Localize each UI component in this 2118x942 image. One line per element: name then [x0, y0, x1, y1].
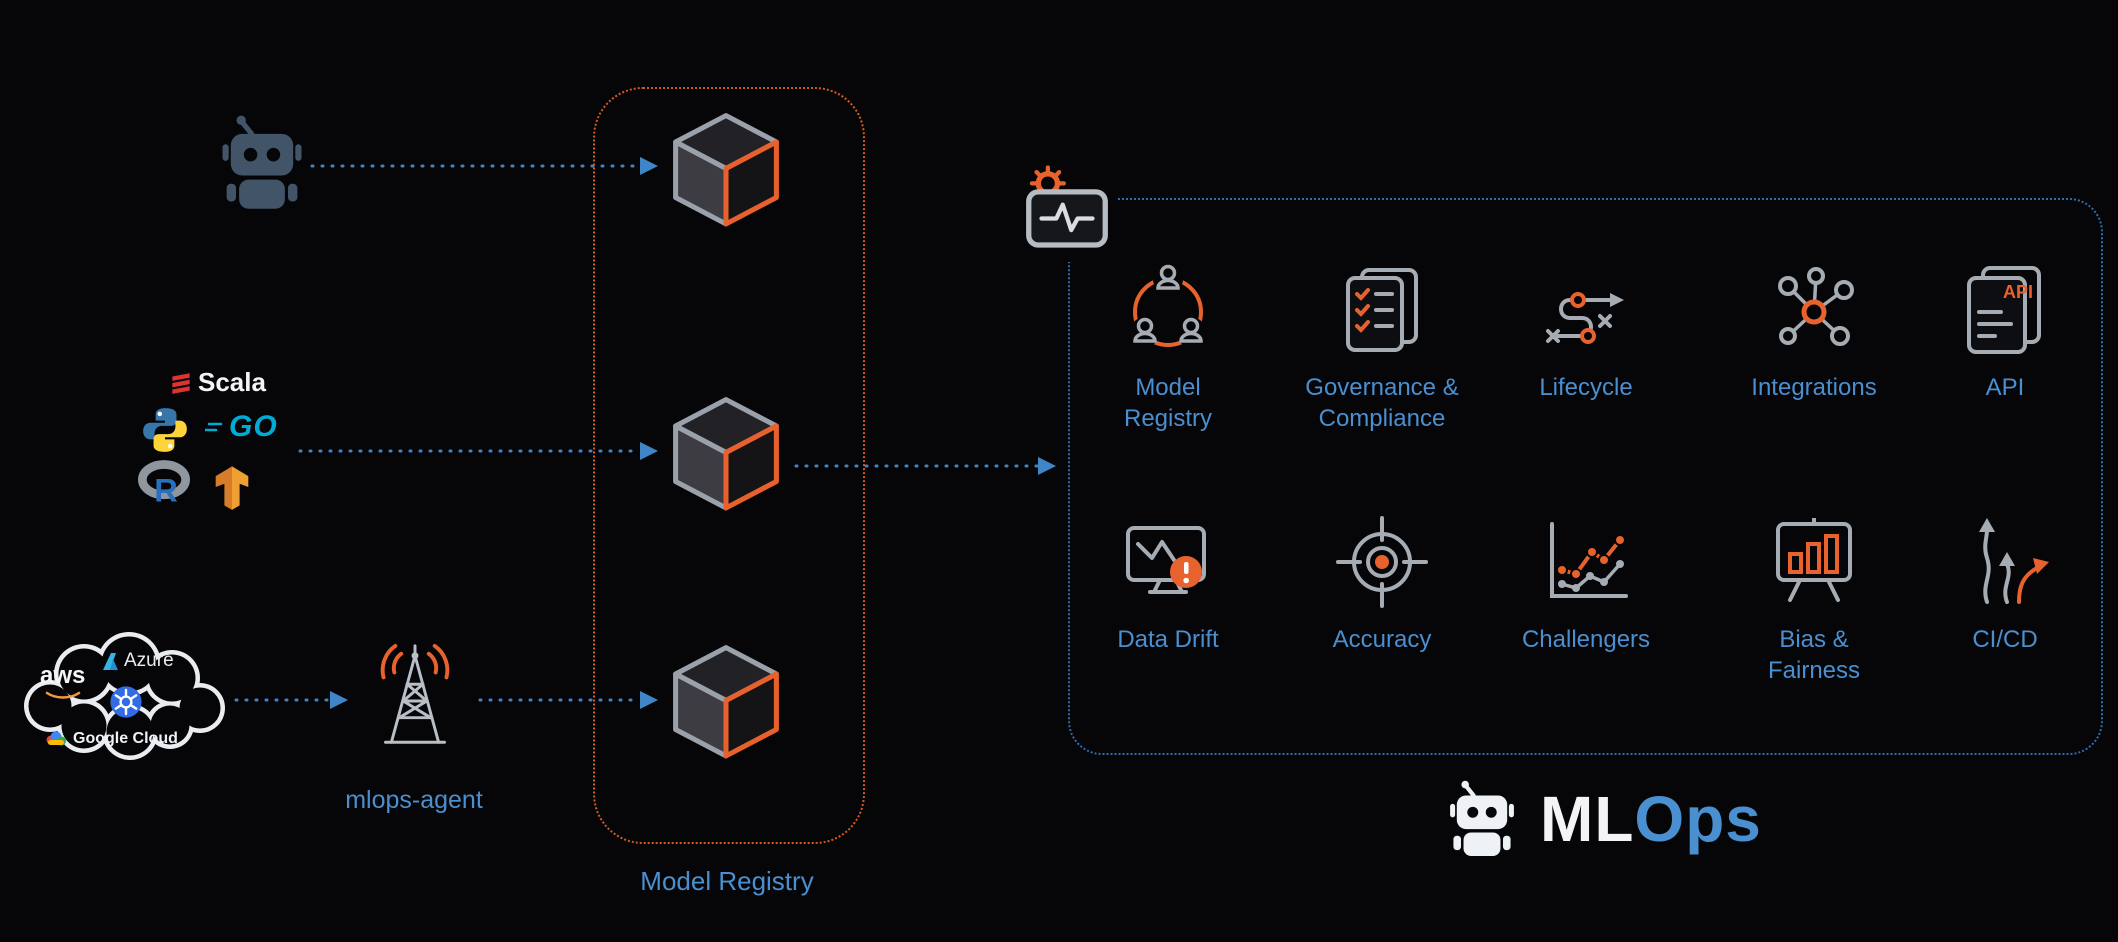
- aws-label: aws: [40, 662, 86, 689]
- mlops-robot-icon: [1450, 780, 1514, 856]
- line-chart-icon: [1550, 522, 1628, 598]
- platform-item-accuracy: Accuracy: [1282, 512, 1482, 655]
- monitor-alert-icon: [1126, 526, 1206, 594]
- google-cloud-label: Google Cloud: [73, 730, 178, 747]
- api-document-icon: API: [1967, 266, 2041, 354]
- r-language-icon: R: [138, 460, 190, 508]
- branch-arrows-icon: [1979, 518, 2049, 604]
- logo-ops: Ops: [1634, 783, 1762, 855]
- platform-item-api: API API: [1905, 260, 2105, 403]
- aws-logo: aws: [40, 662, 85, 699]
- mlops-agent-label: mlops-agent: [345, 786, 483, 814]
- google-cloud-icon: [46, 731, 66, 746]
- platform-item-label: API: [1985, 374, 2025, 401]
- mlops-logo-text: MLOps: [1540, 782, 1762, 856]
- mlops-logo: MLOps: [1440, 776, 1762, 862]
- go-speed-lines-icon: [205, 422, 223, 432]
- azure-logo: Azure: [102, 650, 174, 672]
- mlops-platform-box: [1068, 198, 2103, 755]
- platform-item-label: Model Registry: [1123, 374, 1213, 433]
- go-label: GO: [229, 410, 278, 443]
- network-nodes-icon: [1778, 267, 1854, 346]
- mlops-agent-antenna-icon: [356, 638, 474, 760]
- bar-chart-easel-icon: [1776, 518, 1852, 602]
- checklist-icon: [1346, 268, 1418, 352]
- platform-item-label: Data Drift: [1117, 626, 1219, 653]
- platform-item-data-drift: Data Drift: [1068, 512, 1268, 655]
- target-icon: [1336, 516, 1428, 608]
- logo-ml: ML: [1540, 783, 1635, 855]
- model-registry-label: Model Registry: [640, 866, 814, 896]
- scala-label: Scala: [198, 367, 266, 397]
- tensorflow-icon: [210, 462, 254, 512]
- go-logo: GO: [205, 410, 278, 444]
- platform-item-label: CI/CD: [1972, 626, 2038, 653]
- aws-smile-icon: [45, 691, 80, 699]
- pulse-monitor-gear-icon: [1016, 160, 1118, 262]
- cloud-outline-icon: [24, 632, 225, 760]
- platform-item-label: Integrations: [1751, 374, 1877, 401]
- platform-item-label: Governance & Compliance: [1305, 374, 1459, 433]
- model-cube-icon: [663, 392, 789, 518]
- platform-item-label: Accuracy: [1332, 626, 1432, 653]
- people-network-icon: [1130, 264, 1206, 347]
- platform-item-integrations: Integrations: [1714, 260, 1914, 403]
- azure-icon: [103, 652, 118, 670]
- r-label: R: [154, 472, 177, 508]
- platform-item-cicd: CI/CD: [1905, 512, 2105, 655]
- api-badge: API: [2003, 282, 2033, 302]
- model-cube-icon: [663, 108, 789, 234]
- cloud-providers-group: aws Azure: [14, 622, 234, 772]
- azure-label: Azure: [124, 650, 174, 671]
- robot-icon: [210, 108, 314, 218]
- scala-icon: [172, 372, 190, 394]
- platform-item-label: Challengers: [1521, 626, 1651, 653]
- model-registry-group-box: [593, 87, 865, 844]
- pipeline-path-icon: [1546, 292, 1624, 344]
- platform-item-label: Bias & Fairness: [1767, 626, 1861, 685]
- platform-item-governance: Governance & Compliance: [1282, 260, 1482, 434]
- platform-item-bias-fairness: Bias & Fairness: [1714, 512, 1914, 686]
- model-cube-icon: [663, 640, 789, 766]
- platform-item-lifecycle: Lifecycle: [1486, 260, 1686, 403]
- kubernetes-icon: [108, 684, 144, 720]
- platform-item-model-registry: Model Registry: [1068, 260, 1268, 434]
- platform-item-label: Lifecycle: [1539, 374, 1633, 401]
- scala-logo: Scala: [170, 367, 266, 398]
- google-cloud-logo: Google Cloud: [44, 730, 178, 748]
- python-icon: [140, 405, 190, 455]
- platform-item-challengers: Challengers: [1486, 512, 1686, 655]
